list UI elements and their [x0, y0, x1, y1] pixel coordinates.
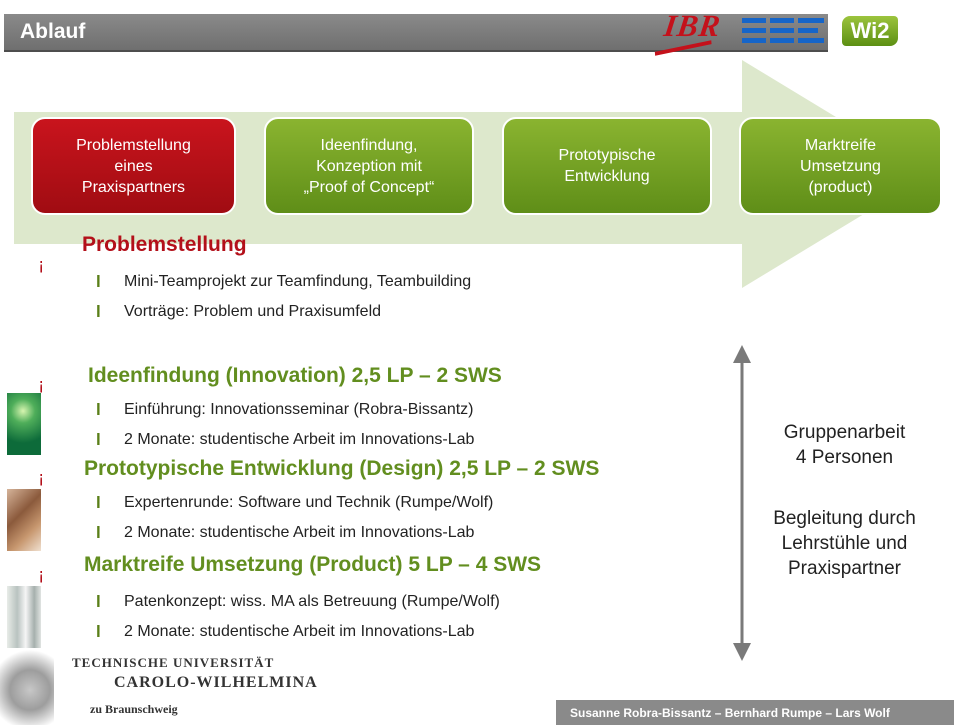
group-work-note: Gruppenarbeit 4 Personen — [752, 420, 937, 470]
list-item: Patenkonzept: wiss. MA als Betreuung (Ru… — [124, 593, 500, 610]
section-bullet: ¡ — [38, 468, 45, 487]
step-ideenfindung: Ideenfindung, Konzeption mit „Proof of C… — [264, 117, 474, 215]
section-heading-marktreife-umsetzung: Marktreife Umsetzung (Product) 5 LP – 4 … — [84, 553, 542, 576]
sse-logo — [742, 14, 826, 48]
list-item: Einführung: Innovationsseminar (Robra-Bi… — [124, 401, 474, 418]
footer-authors: Susanne Robra-Bissantz – Bernhard Rumpe … — [570, 706, 890, 720]
list-item: 2 Monate: studentische Arbeit im Innovat… — [124, 524, 475, 541]
list-item: 2 Monate: studentische Arbeit im Innovat… — [124, 431, 475, 448]
section-bullet: ¡ — [38, 255, 45, 274]
section-bullet: ¡ — [38, 375, 45, 394]
group-size-line: 4 Personen — [795, 447, 894, 468]
wi2-logo-mark: Wi2 — [842, 16, 898, 46]
ibr-logo-text: IBR — [661, 8, 724, 43]
wi2-logo: Wi2 — [832, 10, 950, 50]
support-note: Begleitung durch Lehrstühle und Praxispa… — [752, 506, 937, 581]
list-marker: l — [96, 400, 101, 419]
section-heading-ideenfindung: Ideenfindung (Innovation) 2,5 LP – 2 SWS — [88, 364, 502, 387]
list-marker: l — [96, 272, 101, 291]
section-bullet: ¡ — [38, 565, 45, 584]
step-label: Marktreife Umsetzung (product) — [800, 136, 881, 196]
lightbulb-photo — [7, 393, 41, 455]
list-item: Mini-Teamprojekt zur Teamfindung, Teambu… — [124, 273, 472, 290]
list-marker: l — [96, 622, 101, 641]
list-item: Vorträge: Problem und Praxisumfeld — [124, 303, 382, 320]
section-heading-prototypische-entwicklung: Prototypische Entwicklung (Design) 2,5 L… — [84, 457, 600, 480]
list-marker: l — [96, 523, 101, 542]
university-location-line: zu Braunschweig — [90, 702, 178, 716]
step-label: Prototypische Entwicklung — [558, 147, 656, 185]
step-label: Problemstellung eines Praxispartners — [76, 136, 191, 196]
list-item: Expertenrunde: Software und Technik (Rum… — [124, 494, 494, 511]
list-item: 2 Monate: studentische Arbeit im Innovat… — [124, 623, 475, 640]
factory-photo — [7, 586, 41, 648]
university-name-line: TECHNISCHE UNIVERSITÄT — [72, 655, 275, 670]
list-marker: l — [96, 302, 101, 321]
step-prototypische-entwicklung: Prototypische Entwicklung — [502, 117, 712, 215]
list-marker: l — [96, 430, 101, 449]
group-work-line: Gruppenarbeit — [783, 422, 906, 443]
support-line: Begleitung durch — [773, 508, 916, 529]
ibr-logo: IBR — [654, 8, 741, 56]
list-marker: l — [96, 493, 101, 512]
university-seal-logo — [0, 650, 54, 725]
footer-authors-bar: Susanne Robra-Bissantz – Bernhard Rumpe … — [556, 700, 954, 725]
step-marktreife-umsetzung: Marktreife Umsetzung (product) — [739, 117, 942, 215]
step-label: Ideenfindung, Konzeption mit „Proof of C… — [303, 136, 435, 196]
workshop-photo — [7, 489, 41, 551]
page-title: Ablauf — [20, 20, 86, 43]
university-name-line: CAROLO-WILHELMINA — [114, 674, 318, 691]
list-marker: l — [96, 592, 101, 611]
section-heading-problemstellung: Problemstellung — [82, 233, 247, 256]
double-arrow-icon — [733, 345, 751, 661]
support-line: Lehrstühle und — [781, 533, 908, 554]
support-line: Praxispartner — [788, 558, 901, 579]
step-problemstellung: Problemstellung eines Praxispartners — [31, 117, 236, 215]
